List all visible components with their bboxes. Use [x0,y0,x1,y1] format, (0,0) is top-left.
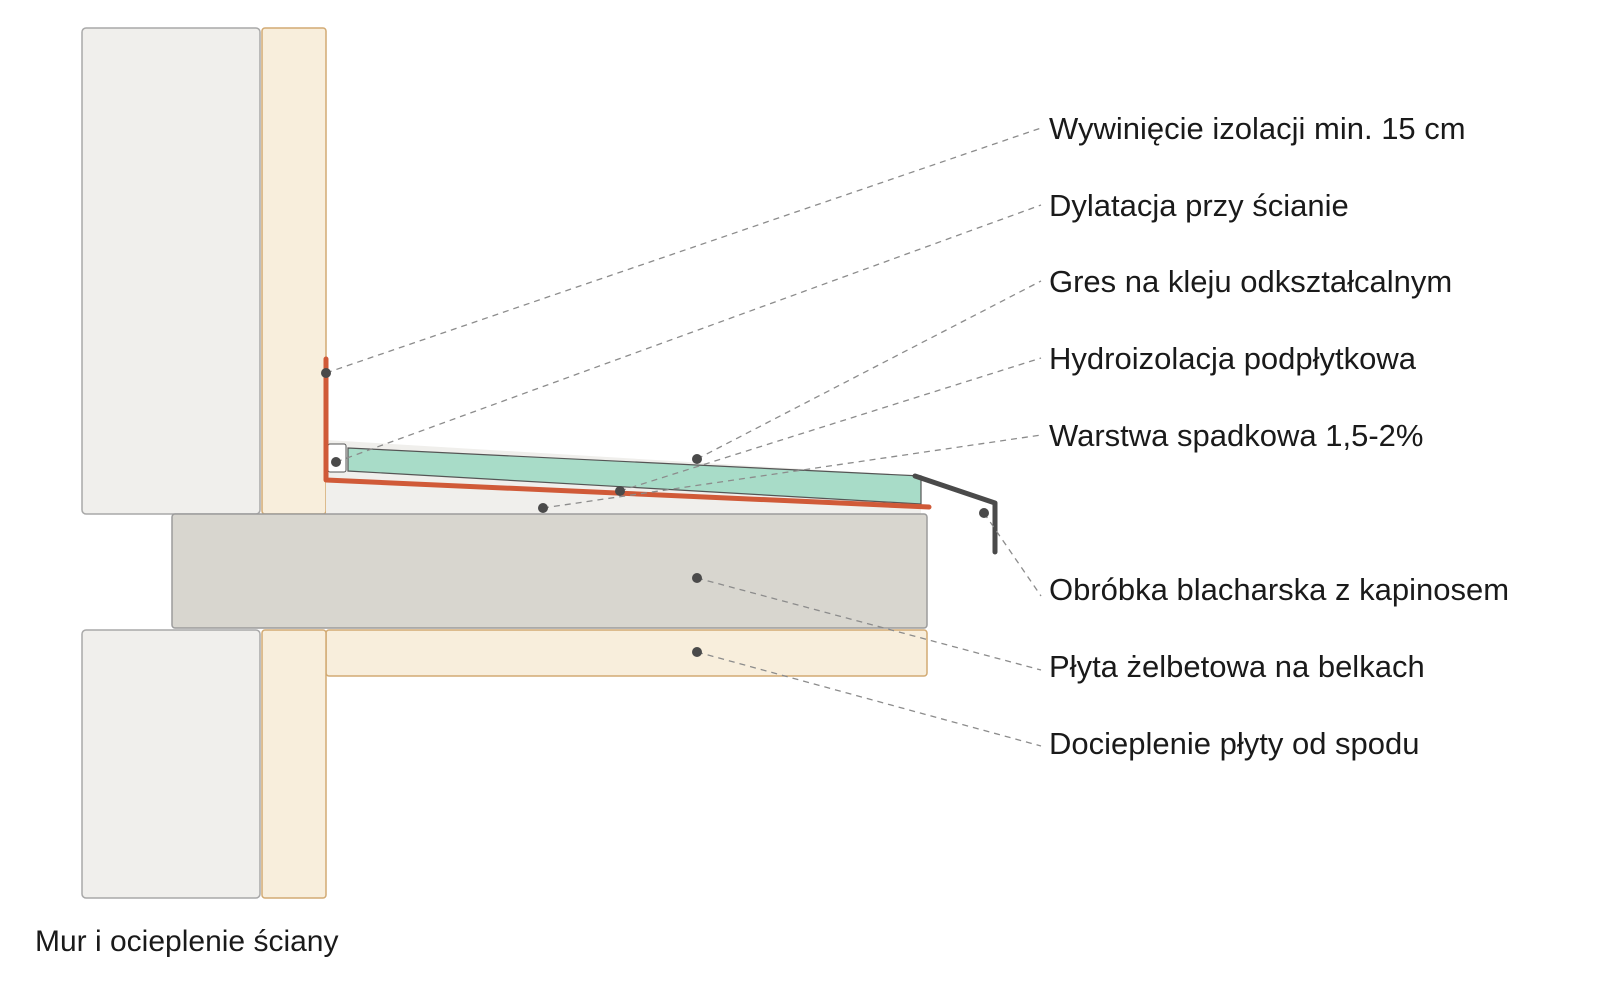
leader-line-waterproofing [619,357,1042,492]
marker-waterproofing [615,486,625,496]
marker-under-insulation [692,647,702,657]
marker-tiles [692,454,702,464]
lower-masonry-block [81,629,261,899]
marker-slab [692,573,702,583]
label-insulation-upturn: Wywinięcie izolacji min. 15 cm [1049,111,1466,146]
marker-upturn [321,368,331,378]
marker-flashing [979,508,989,518]
tile-layer [347,447,922,505]
leader-line-upturn [325,127,1042,374]
leader-line-under-insulation [696,651,1042,747]
label-waterproofing: Hydroizolacja podpłytkowa [1049,341,1417,376]
waterproofing-membrane [323,356,932,510]
label-metal-flashing: Obróbka blacharska z kapinosem [1049,572,1510,607]
label-expansion-joint: Dylatacja przy ścianie [1049,188,1349,223]
leader-line-screed [542,434,1042,509]
label-tiles: Gres na kleju odkształcalnym [1049,264,1453,299]
caption-wall: Mur i ocieplenie ściany [35,925,339,958]
marker-expansion [331,457,341,467]
upper-masonry-block [81,27,261,515]
concrete-slab [171,513,928,629]
leader-line-slab [696,577,1042,671]
leader-line-flashing [983,512,1042,597]
metal-flashing [912,473,998,555]
leader-line-tiles [696,280,1042,460]
leader-line-expansion [335,204,1042,463]
marker-dots [321,368,989,657]
label-under-slab-insulation: Docieplenie płyty od spodu [1049,726,1420,761]
label-sloped-screed: Warstwa spadkowa 1,5-2% [1049,418,1424,453]
under-slab-insulation [325,629,928,677]
leader-lines [325,127,1042,747]
marker-screed [538,503,548,513]
lower-wall-insulation [261,629,327,899]
label-concrete-slab: Płyta żelbetowa na belkach [1049,649,1425,684]
upper-wall-insulation [261,27,327,515]
